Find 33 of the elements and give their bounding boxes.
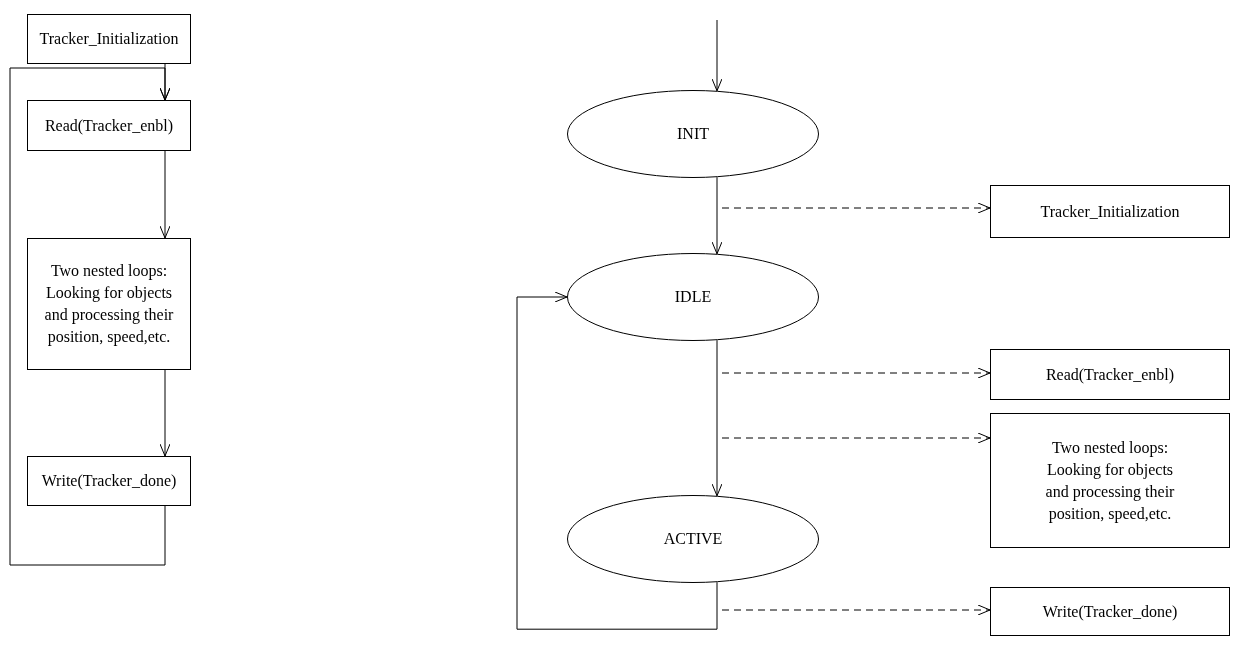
state-ellipse — [567, 90, 819, 178]
step-label: Tracker_Initialization — [1040, 201, 1180, 222]
dashed-arrow — [721, 432, 991, 444]
step-label: Write(Tracker_done) — [1042, 601, 1178, 623]
state-label: ACTIVE — [663, 529, 723, 549]
arrow — [711, 339, 723, 497]
state-label: INIT — [677, 124, 709, 144]
state-ellipse — [567, 495, 819, 583]
step-label: Two nested loops: Looking for objects and processing their position, speed,etc. — [1044, 437, 1176, 525]
process-box — [27, 100, 191, 151]
step-label: Tracker_Initialization — [39, 29, 179, 49]
arrow — [9, 67, 171, 566]
step-label: Two nested loops: Looking for objects and processing their position, speed,etc. — [43, 261, 175, 348]
arrow — [711, 19, 723, 92]
process-box — [990, 587, 1230, 636]
process-box — [27, 456, 191, 506]
process-box — [990, 413, 1230, 548]
arrow — [516, 291, 718, 630]
dashed-arrow — [721, 604, 991, 616]
step-label: Read(Tracker_enbl) — [1045, 364, 1175, 386]
state-label: IDLE — [674, 287, 712, 307]
arrow — [711, 176, 723, 255]
process-box — [990, 349, 1230, 400]
process-box — [27, 14, 191, 64]
state-ellipse — [567, 253, 819, 341]
step-label: Read(Tracker_enbl) — [44, 115, 174, 137]
dashed-arrow — [721, 202, 991, 214]
process-box — [990, 185, 1230, 238]
process-box — [27, 238, 191, 370]
arrow — [159, 150, 171, 239]
arrow — [159, 369, 171, 457]
step-label: Write(Tracker_done) — [41, 471, 177, 492]
dashed-arrow — [721, 367, 991, 379]
